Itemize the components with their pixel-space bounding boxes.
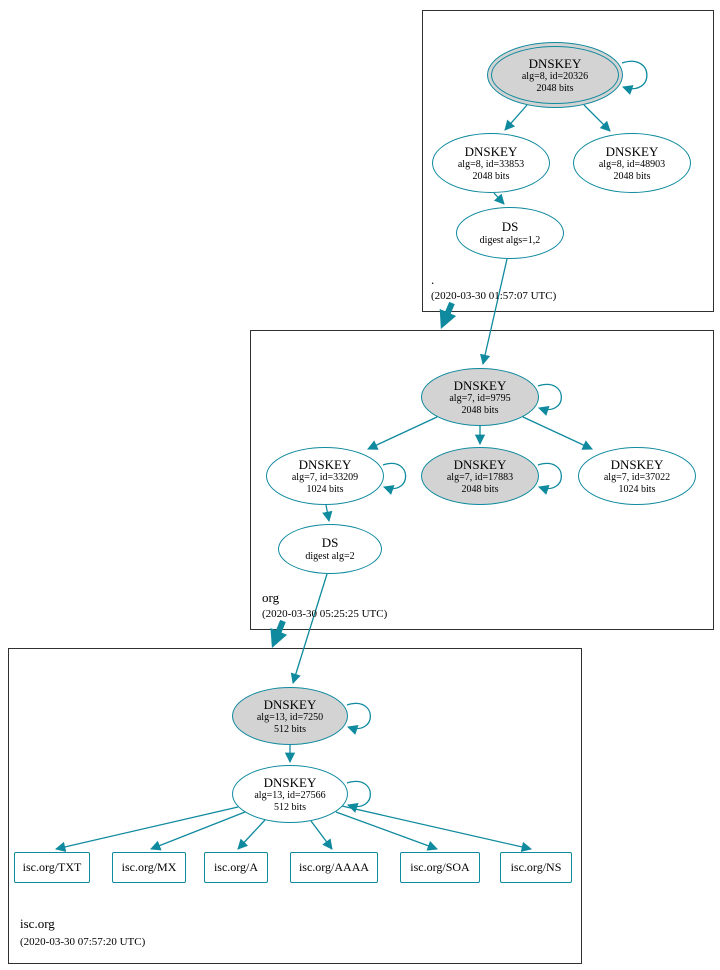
rrset-isc-org-soa: isc.org/SOA [400,852,480,883]
zone-label-org: org [262,590,280,605]
rrset-label: isc.org/AAAA [298,860,370,874]
edge-org-ksk-to-zsk-37022 [522,416,593,450]
edge-isc-zsk-selfsign [346,780,371,813]
dnskey-isc-zsk-27566: DNSKEY alg=13, id=27566 512 bits [232,765,348,823]
rrset-label: isc.org/NS [510,860,562,874]
node-detail: alg=13, id=7250 [256,711,324,723]
edge-isc-zsk-to-a [237,819,266,850]
node-detail: alg=7, id=9795 [449,392,511,404]
edge-isc-zsk-to-soa [335,811,438,851]
node-detail: digest alg=2 [305,550,355,562]
rrset-label: isc.org/TXT [22,860,82,874]
zone-label-isc-org: isc.org [20,916,55,931]
dnskey-org-ksk-9795: DNSKEY alg=7, id=9795 2048 bits [421,368,539,426]
edge-org-ds-to-isc-ksk [290,573,328,684]
node-size: 512 bits [274,801,306,813]
dnskey-root-ksk: DNSKEY alg=8, id=20326 2048 bits [487,42,623,108]
dnskey-isc-ksk-7250: DNSKEY alg=13, id=7250 512 bits [232,687,348,745]
edge-isc-zsk-to-txt [54,806,239,852]
node-size: 1024 bits [618,483,656,495]
node-size: 2048 bits [472,170,510,182]
node-size: 1024 bits [306,483,344,495]
edge-isc-zsk-to-mx [150,811,246,851]
rrset-label: isc.org/SOA [410,860,470,874]
node-title: DNSKEY [453,377,507,393]
edge-isc-ksk-selfsign [346,702,371,735]
edge-org-zsk-33209-selfsign [382,462,407,495]
node-title: DNSKEY [610,456,664,472]
node-title: DS [321,535,339,551]
arrow-delegation-org-to-isc [270,619,288,648]
edge-root-ksk-selfsign [621,60,648,95]
ds-root: DS digest algs=1,2 [456,207,564,259]
dnskey-org-zsk-33209: DNSKEY alg=7, id=33209 1024 bits [266,447,384,505]
edge-org-zsk-17883-selfsign [537,462,562,495]
dnskey-root-zsk-48903: DNSKEY alg=8, id=48903 2048 bits [573,133,691,193]
node-title: DNSKEY [453,456,507,472]
node-detail: alg=8, id=33853 [457,158,525,170]
node-size: 2048 bits [536,82,574,94]
edge-isc-zsk-to-ns [341,805,533,852]
zone-label-root: . [431,272,435,287]
dnskey-org-zsk-37022: DNSKEY alg=7, id=37022 1024 bits [578,447,696,505]
rrset-isc-org-ns: isc.org/NS [500,852,572,883]
node-size: 2048 bits [461,404,499,416]
rrset-isc-org-txt: isc.org/TXT [14,852,90,883]
node-title: DNSKEY [528,55,582,71]
zone-timestamp-root: (2020-03-30 01:57:07 UTC) [431,290,557,302]
node-detail: alg=7, id=17883 [446,471,514,483]
dnskey-root-zsk-33853: DNSKEY alg=8, id=33853 2048 bits [432,133,550,193]
node-size: 2048 bits [461,483,499,495]
edge-root-ksk-to-zsk-33853 [504,104,528,131]
node-title: DNSKEY [263,774,317,790]
node-size: 2048 bits [613,170,651,182]
zone-box-org [250,330,714,630]
edge-org-zsk-to-ds [322,504,333,523]
zone-box-root [422,10,714,312]
node-title: DNSKEY [464,143,518,159]
zone-box-isc-org [8,648,582,964]
node-size: 512 bits [274,723,306,735]
node-detail: alg=7, id=37022 [603,471,671,483]
node-title: DS [501,219,519,235]
node-title: DNSKEY [263,696,317,712]
arrow-delegation-root-to-org [439,301,457,329]
edge-root-zsk-to-ds [493,192,505,205]
edge-root-ds-to-org-ksk [480,258,508,366]
zone-timestamp-isc-org: (2020-03-30 07:57:20 UTC) [20,936,146,948]
rrset-label: isc.org/MX [121,860,177,874]
rrset-isc-org-mx: isc.org/MX [112,852,186,883]
node-detail: alg=7, id=33209 [291,471,359,483]
node-title: DNSKEY [298,456,352,472]
node-detail: digest algs=1,2 [479,234,541,246]
edge-org-ksk-selfsign [537,383,562,416]
rrset-isc-org-aaaa: isc.org/AAAA [290,852,378,883]
edge-org-ksk-to-zsk-33209 [367,416,438,450]
edge-root-ksk-to-zsk-48903 [583,104,611,132]
ds-org: DS digest alg=2 [278,524,382,574]
rrset-isc-org-a: isc.org/A [204,852,268,883]
edge-isc-zsk-to-aaaa [310,820,333,850]
zone-timestamp-org: (2020-03-30 05:25:25 UTC) [262,608,388,620]
node-detail: alg=8, id=48903 [598,158,666,170]
node-detail: alg=13, id=27566 [254,789,326,801]
node-detail: alg=8, id=20326 [521,70,589,82]
node-title: DNSKEY [605,143,659,159]
dnskey-org-zsk-17883: DNSKEY alg=7, id=17883 2048 bits [421,447,539,505]
rrset-label: isc.org/A [213,860,259,874]
